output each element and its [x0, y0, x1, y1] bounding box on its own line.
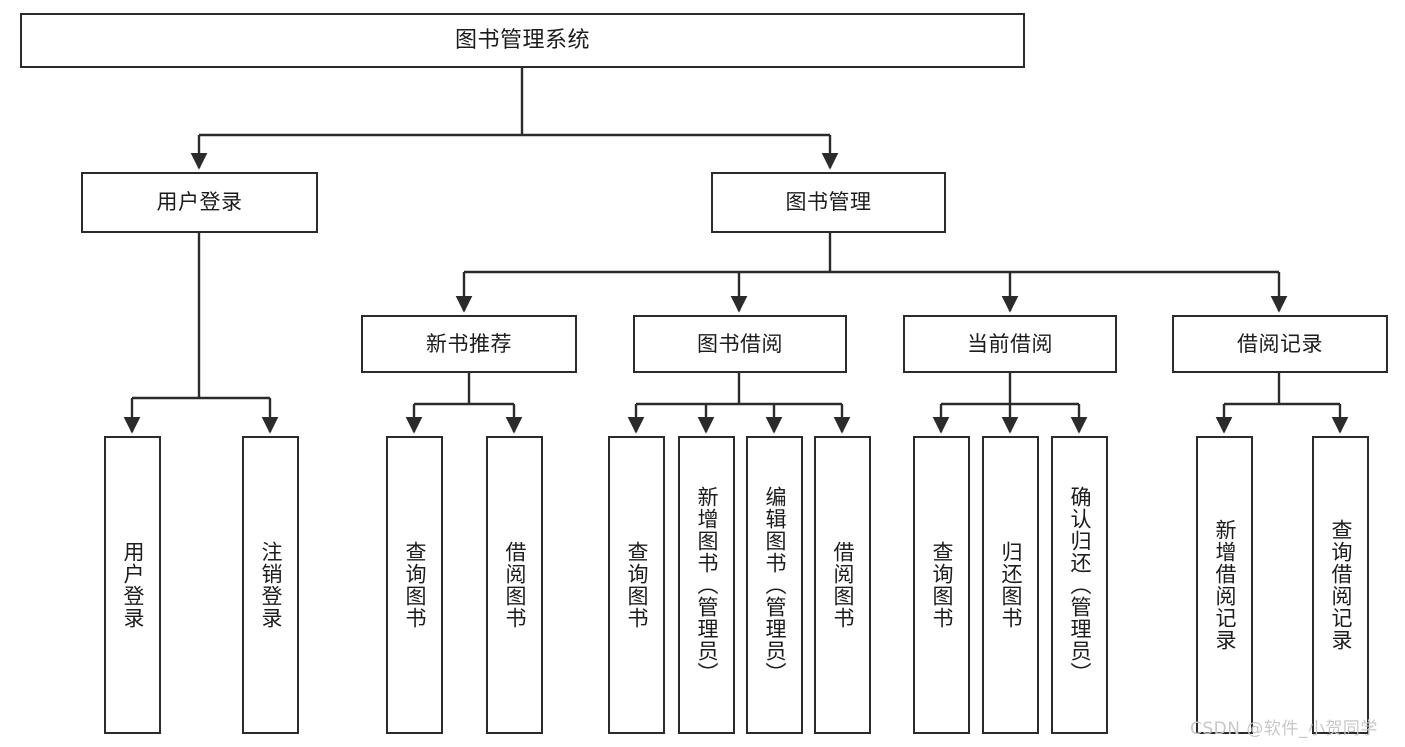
leaf-query-book-recommend[interactable]: 查询图书	[386, 436, 443, 734]
leaf-query-borrow-record[interactable]: 查询借阅记录	[1312, 436, 1369, 734]
node-label: 图书管理系统	[454, 27, 590, 53]
leaf-borrow-book-recommend[interactable]: 借阅图书	[486, 436, 543, 734]
leaf-edit-book-admin[interactable]: 编辑图书（管理员）	[746, 436, 803, 734]
node-label: 查询借阅记录	[1328, 519, 1353, 651]
node-label: 借阅图书	[502, 541, 527, 629]
leaf-borrow-book[interactable]: 借阅图书	[814, 436, 871, 734]
node-label: 查询图书	[624, 541, 649, 629]
node-label: 图书管理	[785, 190, 872, 215]
node-label: 归还图书	[998, 541, 1023, 629]
leaf-confirm-return-admin[interactable]: 确认归还（管理员）	[1051, 436, 1108, 734]
leaf-add-borrow-record[interactable]: 新增借阅记录	[1196, 436, 1253, 734]
leaf-user-login[interactable]: 用户登录	[104, 436, 161, 734]
node-borrow-record[interactable]: 借阅记录	[1172, 315, 1388, 373]
node-label: 确认归还（管理员）	[1067, 486, 1092, 684]
node-label: 借阅记录	[1237, 331, 1323, 356]
node-label: 新书推荐	[426, 331, 512, 356]
watermark-text: CSDN @软件_小贺同学	[1190, 719, 1378, 739]
node-user-login[interactable]: 用户登录	[81, 172, 318, 233]
leaf-query-book-borrow[interactable]: 查询图书	[608, 436, 665, 734]
node-book-borrow[interactable]: 图书借阅	[633, 315, 847, 373]
node-current-borrow[interactable]: 当前借阅	[903, 315, 1117, 373]
node-label: 图书借阅	[697, 331, 783, 356]
node-label: 新增图书（管理员）	[694, 486, 719, 684]
leaf-return-book[interactable]: 归还图书	[982, 436, 1039, 734]
node-book-management[interactable]: 图书管理	[711, 172, 946, 233]
leaf-logout[interactable]: 注销登录	[242, 436, 299, 734]
node-label: 编辑图书（管理员）	[762, 486, 787, 684]
node-label: 用户登录	[120, 541, 145, 629]
node-label: 注销登录	[258, 541, 283, 629]
node-label: 查询图书	[402, 541, 427, 629]
leaf-query-book-current[interactable]: 查询图书	[913, 436, 970, 734]
node-label: 借阅图书	[830, 541, 855, 629]
leaf-add-book-admin[interactable]: 新增图书（管理员）	[678, 436, 735, 734]
node-label: 当前借阅	[967, 331, 1053, 356]
node-label: 用户登录	[156, 190, 243, 215]
node-label: 查询图书	[929, 541, 954, 629]
node-new-book-recommend[interactable]: 新书推荐	[361, 315, 577, 373]
node-label: 新增借阅记录	[1212, 519, 1237, 651]
node-root-system[interactable]: 图书管理系统	[20, 13, 1025, 68]
